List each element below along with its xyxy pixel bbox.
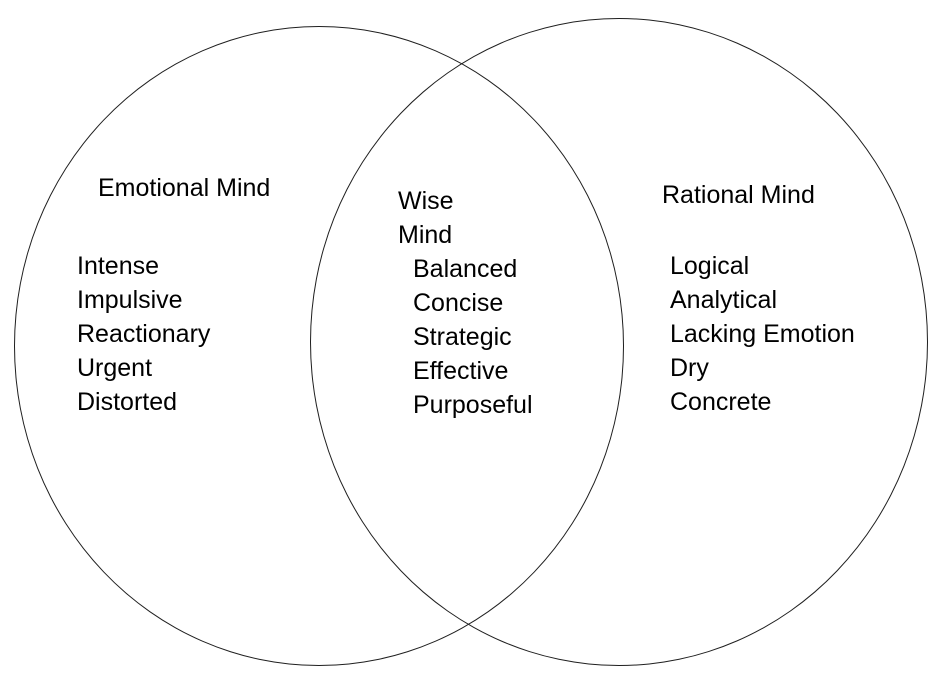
emotional-trait: Distorted <box>77 388 178 416</box>
emotional-trait: Reactionary <box>77 320 211 348</box>
rational-mind-trait-list: Logical Analytical Lacking Emotion Dry C… <box>670 249 855 419</box>
wise-mind-section: Wise Mind Balanced Concise Strategic Eff… <box>398 184 533 422</box>
wise-trait: Concise <box>413 289 504 317</box>
rational-mind-circle-outline <box>310 18 928 666</box>
emotional-trait: Intense <box>77 252 160 280</box>
emotional-mind-trait-list: Intense Impulsive Reactionary Urgent Dis… <box>77 249 210 419</box>
emotional-mind-title: Emotional Mind <box>98 174 271 202</box>
wise-trait: Effective <box>413 357 509 385</box>
rational-mind-title: Rational Mind <box>662 181 815 209</box>
rational-trait: Dry <box>670 354 709 382</box>
wise-mind-title-line2: Mind <box>398 221 453 249</box>
rational-trait: Concrete <box>670 388 772 416</box>
emotional-trait: Urgent <box>77 354 153 382</box>
rational-trait: Logical <box>670 252 750 280</box>
wise-trait: Purposeful <box>413 391 533 419</box>
wise-mind-title-line1: Wise <box>398 187 454 215</box>
wise-trait: Strategic <box>413 323 512 351</box>
emotional-trait: Impulsive <box>77 286 183 314</box>
wise-trait: Balanced <box>413 255 518 283</box>
rational-trait: Lacking Emotion <box>670 320 855 348</box>
rational-trait: Analytical <box>670 286 777 314</box>
